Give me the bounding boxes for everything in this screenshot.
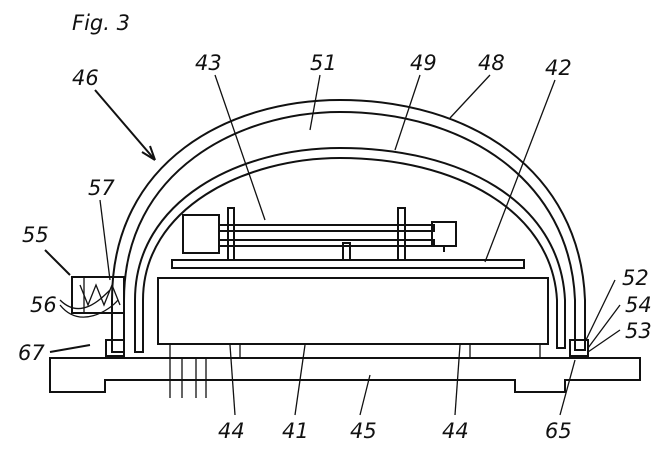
housing-box bbox=[157, 277, 549, 345]
label-54: 54 bbox=[625, 293, 652, 317]
shaft-mechanism bbox=[182, 207, 457, 261]
label-48: 48 bbox=[478, 51, 505, 75]
label-65: 65 bbox=[545, 419, 572, 443]
label-56: 56 bbox=[30, 293, 57, 317]
leader-lines bbox=[44, 74, 621, 416]
label-67: 67 bbox=[18, 341, 45, 365]
support-plate bbox=[171, 259, 525, 269]
label-55: 55 bbox=[22, 223, 49, 247]
label-43: 43 bbox=[195, 51, 222, 75]
label-41: 41 bbox=[282, 419, 309, 443]
label-44-right: 44 bbox=[442, 419, 469, 443]
label-53: 53 bbox=[625, 319, 652, 343]
label-52: 52 bbox=[622, 266, 649, 290]
seal-ring-left bbox=[105, 339, 125, 357]
label-49: 49 bbox=[410, 51, 437, 75]
connector bbox=[71, 276, 125, 314]
label-46: 46 bbox=[72, 66, 99, 90]
label-44-left: 44 bbox=[218, 419, 245, 443]
outer-dome bbox=[111, 98, 586, 353]
label-45: 45 bbox=[350, 419, 377, 443]
label-42: 42 bbox=[545, 56, 572, 80]
figure-title: Fig. 3 bbox=[72, 11, 130, 35]
label-51: 51 bbox=[310, 51, 337, 75]
inner-dome bbox=[134, 146, 566, 353]
label-57: 57 bbox=[88, 176, 115, 200]
base-plate bbox=[49, 357, 641, 398]
